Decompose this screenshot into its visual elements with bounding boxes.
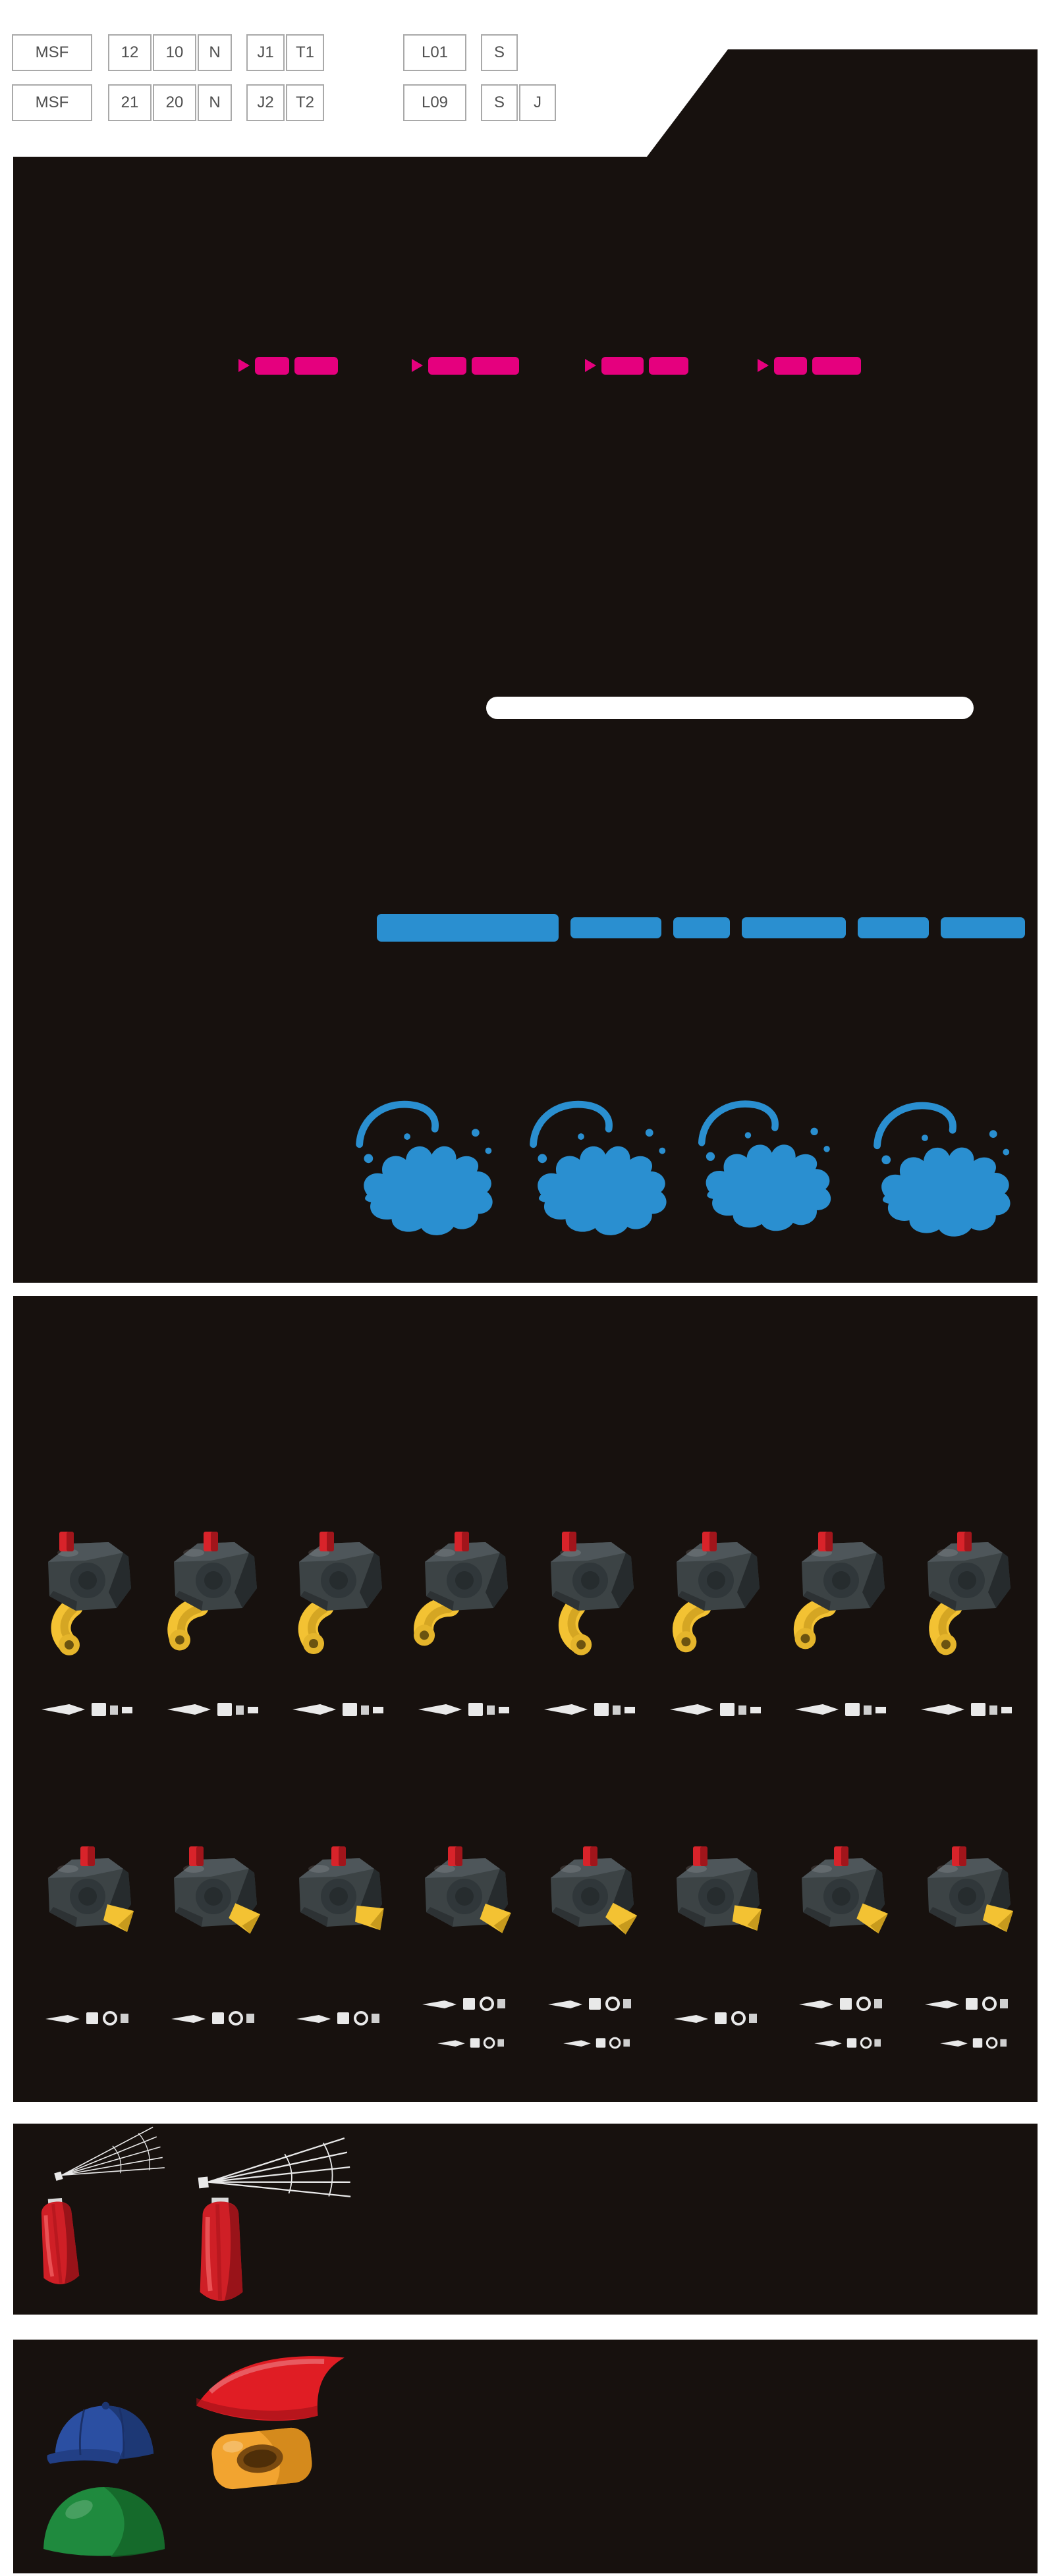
note-line	[377, 913, 1025, 943]
code-cell-option-2b: J	[519, 84, 556, 121]
spray-pattern-icon	[47, 2121, 171, 2206]
feature-text-blob	[774, 356, 807, 375]
note-segment	[941, 917, 1025, 938]
hero-panel	[13, 49, 1038, 1283]
note-segment	[377, 914, 559, 942]
code-cell-type-1b: T1	[286, 34, 324, 71]
splash-icon	[520, 1090, 672, 1248]
nozzle-product-photo	[406, 1532, 510, 1716]
orange-cap-photo	[201, 2422, 323, 2499]
product-row-bottom	[30, 1844, 1021, 2071]
code-cell-option-1: S	[481, 34, 518, 71]
feature-item	[585, 354, 688, 377]
feature-bullet-icon	[412, 359, 423, 372]
note-segment	[570, 917, 661, 938]
code-cell-series-2: MSF	[12, 84, 92, 121]
feature-text-blob	[255, 356, 289, 375]
nozzle-product-photo	[421, 1846, 512, 2049]
feature-text-blob	[601, 356, 644, 375]
code-cell-type-2b: T2	[286, 84, 324, 121]
nozzle-product-photo	[292, 1532, 384, 1716]
code-cell-size-1c: N	[198, 34, 232, 71]
nozzle-product-photo	[169, 1846, 262, 2026]
red-cover-photo	[190, 2348, 351, 2430]
code-cell-option-2a: S	[481, 84, 518, 121]
red-nozzle-photo	[186, 2197, 257, 2311]
green-cap-photo	[38, 2471, 170, 2567]
nozzle-product-photo	[44, 1846, 134, 2026]
splash-icon	[349, 1090, 501, 1248]
code-cell-size-1b: 10	[153, 34, 196, 71]
code-cell-size-2a: 21	[108, 84, 152, 121]
nozzle-product-photo	[798, 1846, 889, 2049]
feature-item	[758, 354, 861, 377]
feature-item	[238, 354, 338, 377]
feature-text-blob	[428, 356, 466, 375]
code-cell-length-2: L09	[403, 84, 466, 121]
feature-bullet-icon	[585, 359, 596, 372]
nozzle-product-photo	[783, 1532, 887, 1716]
blue-cap-photo	[43, 2397, 165, 2476]
note-segment	[673, 917, 730, 938]
nozzle-product-photo	[672, 1846, 763, 2026]
splash-icon-row	[349, 1090, 1014, 1248]
nozzle-product-photo	[658, 1532, 761, 1716]
heading-bar	[486, 697, 974, 719]
nozzle-product-photo	[295, 1846, 387, 2026]
feature-text-blob	[812, 356, 861, 375]
code-cell-size-2b: 20	[153, 84, 196, 121]
red-nozzle-photo	[26, 2193, 93, 2299]
feature-text-blob	[649, 356, 688, 375]
nozzle-product-photo	[923, 1846, 1013, 2049]
splash-icon	[692, 1090, 843, 1248]
code-cell-length-1: L01	[403, 34, 466, 71]
note-segment	[742, 917, 846, 938]
spray-demo-panel	[13, 2124, 1038, 2315]
product-row-top	[30, 1528, 1021, 1745]
nozzle-product-photo	[155, 1532, 258, 1716]
nozzle-product-photo	[546, 1846, 639, 2049]
nozzle-product-photo	[920, 1532, 1012, 1716]
nozzle-product-photo	[543, 1532, 635, 1716]
code-cell-size-2c: N	[198, 84, 232, 121]
product-grid-panel	[13, 1296, 1038, 2102]
feature-item	[412, 354, 519, 377]
code-cell-type-2a: J2	[246, 84, 285, 121]
code-cell-size-1a: 12	[108, 34, 152, 71]
splash-icon	[863, 1090, 1014, 1248]
feature-text-blob	[472, 356, 519, 375]
code-cell-type-1a: J1	[246, 34, 285, 71]
note-segment	[858, 917, 929, 938]
feature-text-blob	[294, 356, 338, 375]
feature-bullet-icon	[758, 359, 769, 372]
feature-bullet-icon	[238, 359, 250, 372]
nozzle-product-photo	[42, 1532, 132, 1716]
caps-panel	[13, 2340, 1038, 2573]
code-cell-series-1: MSF	[12, 34, 92, 71]
